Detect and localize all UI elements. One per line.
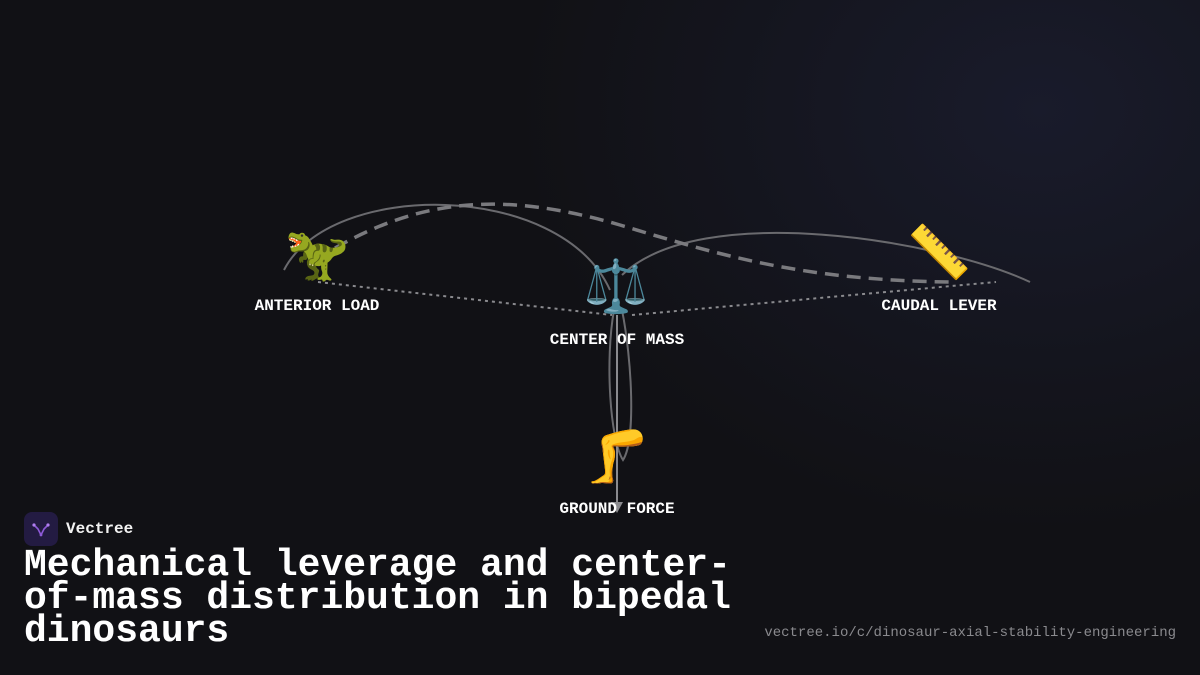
- loop-decoration: [608, 309, 633, 462]
- leg-icon: 🦵: [584, 427, 650, 487]
- caudal-lever-node[interactable]: 📏: [899, 223, 979, 283]
- ground-force-label: GROUND FORCE: [559, 500, 675, 518]
- connector-anterior-to-center: [317, 281, 613, 316]
- arrowhead-icon: [611, 502, 623, 513]
- balance-scale-icon: ⚖️: [583, 257, 649, 317]
- center-of-mass-node[interactable]: ⚖️: [576, 257, 656, 317]
- page-title: Mechanical leverage and center-of-mass d…: [24, 544, 731, 653]
- anterior-load-label: ANTERIOR LOAD: [254, 297, 380, 315]
- arc-decoration: [621, 231, 1031, 283]
- caudal-lever-label: CAUDAL LEVER: [881, 297, 997, 315]
- connector-anterior-to-caudal: [334, 202, 951, 284]
- source-url[interactable]: vectree.io/c/dinosaur-axial-stability-en…: [764, 625, 1176, 641]
- ground-force-node[interactable]: 🦵: [577, 427, 657, 487]
- connector-center-to-caudal: [631, 281, 997, 316]
- anterior-load-node[interactable]: 🦖: [277, 225, 357, 285]
- center-of-mass-label: CENTER OF MASS: [549, 331, 685, 349]
- arc-decoration: [283, 203, 611, 291]
- vectree-logo-icon: [24, 512, 58, 546]
- brand[interactable]: Vectree: [24, 512, 133, 546]
- dinosaur-icon: 🦖: [284, 225, 350, 285]
- ruler-icon: 📏: [906, 223, 972, 283]
- brand-name: Vectree: [66, 520, 134, 538]
